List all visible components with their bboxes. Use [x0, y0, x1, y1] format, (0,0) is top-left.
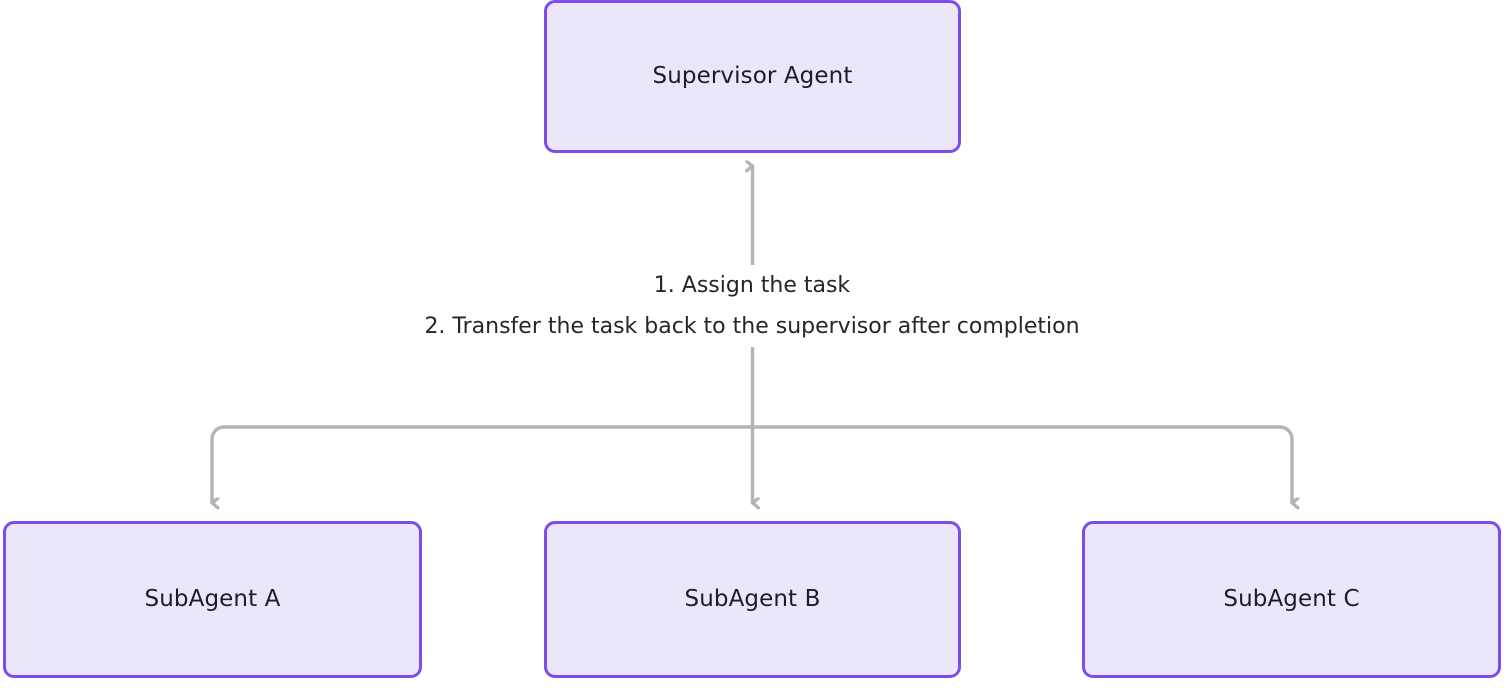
node-subagent-b[interactable]: SubAgent B	[544, 521, 961, 678]
node-supervisor-agent[interactable]: Supervisor Agent	[544, 0, 961, 153]
edge-distribution-bar-right	[750, 425, 1293, 503]
edge-label-row-2: 2. Transfer the task back to the supervi…	[0, 306, 1504, 347]
node-subagent-a[interactable]: SubAgent A	[3, 521, 422, 678]
edge-label-line-2: 2. Transfer the task back to the supervi…	[422, 306, 1082, 347]
node-supervisor-agent-label: Supervisor Agent	[652, 62, 853, 89]
node-subagent-c-label: SubAgent C	[1223, 585, 1360, 612]
node-subagent-b-label: SubAgent B	[684, 585, 821, 612]
node-subagent-c[interactable]: SubAgent C	[1082, 521, 1501, 678]
edge-label-row-1: 1. Assign the task	[0, 265, 1504, 306]
edge-label: 1. Assign the task 2. Transfer the task …	[0, 265, 1504, 347]
edge-label-line-1: 1. Assign the task	[651, 265, 853, 306]
node-subagent-a-label: SubAgent A	[144, 585, 281, 612]
edge-distribution-bar-left	[210, 425, 755, 503]
